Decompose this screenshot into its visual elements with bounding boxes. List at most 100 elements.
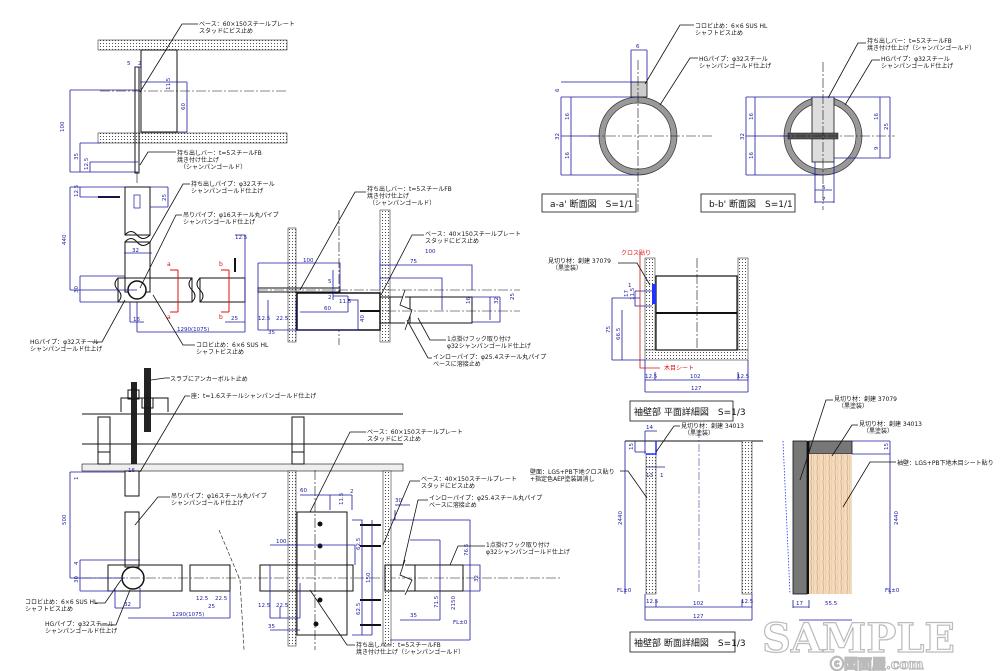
label-hg-pipe: HGパイプ：φ32スチール [30,339,99,346]
dim-16a: 16 [749,113,755,120]
anchor-bolt [131,382,137,464]
label-base-40-bottom: ベース：40×150スチールプレート [421,476,517,483]
dim-11-5: 11.5 [339,492,345,505]
dim-12-5a: 12.5 [646,599,659,605]
dim-16: 16 [133,317,140,323]
dim-2: 2 [350,489,354,495]
slab [81,463,404,472]
dim-32: 32 [494,297,500,304]
label-sodekabe: 袖壁：LGS+PB下地木目シート貼り [897,459,994,467]
dim-4: 4 [74,561,80,565]
label-bar-mid: 持ち出しバー：t=5スチールFB [367,185,452,193]
dim-71-5: 71.5 [434,595,440,608]
label-hg-bb-2: シャンパンゴールド仕上げ [881,62,953,70]
watermark-site: ⓒ図面屋.com [830,656,924,671]
label-base-40: ベース：40×150スチールプレート [425,231,521,238]
dim-22-5: 22.5 [215,596,228,602]
dim-12-5: 12.5 [84,157,90,170]
label-cross: クロス貼り [621,249,651,257]
bar-fb-bottom [259,564,354,592]
dim-25: 25 [162,194,168,201]
anchor-bolt-2 [144,368,151,432]
dim-25: 25 [510,293,516,300]
dim-2440: 2440 [618,511,624,525]
dim-1290: 1290(1075) [177,327,209,333]
label-bar-bb-2: 焼き付け仕上げ（シャンパンゴールド） [867,44,975,52]
label-mikiri-37079-2: （黒塗装） [838,402,868,410]
label-base-40-bottom-2: スタッドにビス止め [421,482,475,490]
section-marker-b [221,269,230,313]
title-box-aa [541,193,637,213]
label-korobi-aa-2: シャフトビス止め [695,29,743,37]
dim-32: 32 [132,248,139,254]
dim-30: 30 [74,576,80,583]
section-detail-left: 14 15 13 1 2440 FL±0 12.5 102 12.5 127 見… [530,422,763,653]
dim-32: 32 [124,602,131,608]
dim-11-5: 11.5 [630,287,636,300]
label-hg-bottom-2: シャンパンゴールド仕上げ [45,627,117,635]
dim-60: 60 [324,306,331,312]
marker-b-top: b [219,261,223,268]
dim-fl: FL±0 [885,588,900,594]
label-base-40-2: スタッドにビス止め [425,237,479,245]
label-inlow: インローパイプ：φ25.4スチール丸パイプ [433,353,546,361]
label-hang-pipe-2: シャンパンゴールド仕上げ [183,218,255,226]
dim-fl: FL±0 [453,620,468,626]
label-mikiri-34013-r: 見切り材：創建 34013 [859,420,922,428]
dim-7: 7 [822,197,826,203]
dim-2: 2 [328,295,332,301]
label-hg-bb: HGパイプ：φ32スチール [881,56,950,63]
label-inlow-bottom-2: ベースに溶接止め [429,501,477,509]
top-left-elevation: 100 35 12.5 60 11.5 5 2 ベース：60×150スチールプレ… [60,21,295,185]
label-pipe-out: 持ち出しパイプ：φ32スチール [191,180,275,188]
label-korobi-aa: コロビ止め：6×6 SUS HL [695,22,768,30]
label-mikiri-34013-r-2: （黒塗装） [863,427,893,435]
dim-40: 40 [360,315,366,322]
mikiri-plan [652,284,656,304]
dim-22-5: 22.5 [276,316,289,322]
title-box-section [629,631,736,653]
dim-76-5: 76.5 [464,543,470,556]
watermark-sample: SAMPLE [762,615,955,662]
label-hg-aa: HGパイプ：φ32スチール [699,56,768,63]
label-bar: 持ち出しバー：t=5スチールFB [177,149,262,157]
dim-35: 35 [74,153,80,160]
dim-11-5: 11.5 [339,299,352,305]
label-bar-bb: 持ち出しバー：t=5スチールFB [867,37,952,45]
section-aa: 6 6 16 32 16 コロビ止め：6×6 SUS HL シャフトビス止め H… [541,22,771,213]
label-mikiri-34013-2: （黒塗装） [684,429,714,437]
label-anchor: スラブにアンカーボルト止め [170,375,248,383]
dim-16: 16 [466,297,472,304]
label-hg-pipe-2: シャンパンゴールド仕上げ [30,345,102,353]
ceiling-band-top [97,39,288,51]
plan-detail: クロス貼り 木目シート 75 66.5 17 11.5 1 12.5 102 1… [548,249,750,422]
dim-12-5: 12.5 [74,184,80,197]
dim-15: 15 [629,443,635,450]
label-hg-bottom: HGパイプ：φ32スチール [45,621,114,628]
label-bar-mid-2: 焼き付け仕上げ [367,192,409,200]
dim-9: 9 [874,146,880,150]
dim-75: 75 [410,259,417,265]
dim-13: 13 [646,473,653,479]
dim-102: 102 [693,601,704,607]
title-bb: b-b' 断面図 S=1/1 [709,198,793,210]
label-hang-pipe-bottom-2: シャンパンゴールド仕上げ [171,499,243,507]
dim-25b: 25 [231,316,238,322]
label-bar-bottom-2: 焼き付け仕上げ（シャンパンゴールド） [356,648,464,656]
dim-1: 1 [74,477,80,481]
section-detail-right: 15 2440 FL±0 17 55.5 見切り材：創建 37079 （黒塗装）… [782,395,994,621]
dim-75: 75 [606,326,612,333]
title-aa: a-a' 断面図 S=1/1 [550,198,633,210]
dim-14: 14 [646,425,653,431]
dim-12-5b: 12.5 [737,374,750,380]
label-wood-sheet: 木目シート [664,364,694,372]
dim-30: 30 [74,286,80,293]
label-base-60: ベース：60×150スチールプレート [199,21,295,28]
dim-127: 127 [693,614,704,620]
mikiri-34013 [808,440,853,455]
dim-2: 2 [138,61,142,67]
dim-16a: 16 [565,113,571,120]
dim-12-5a: 12.5 [645,374,658,380]
sample-watermark: SAMPLE ⓒ図面屋.com [761,614,955,671]
